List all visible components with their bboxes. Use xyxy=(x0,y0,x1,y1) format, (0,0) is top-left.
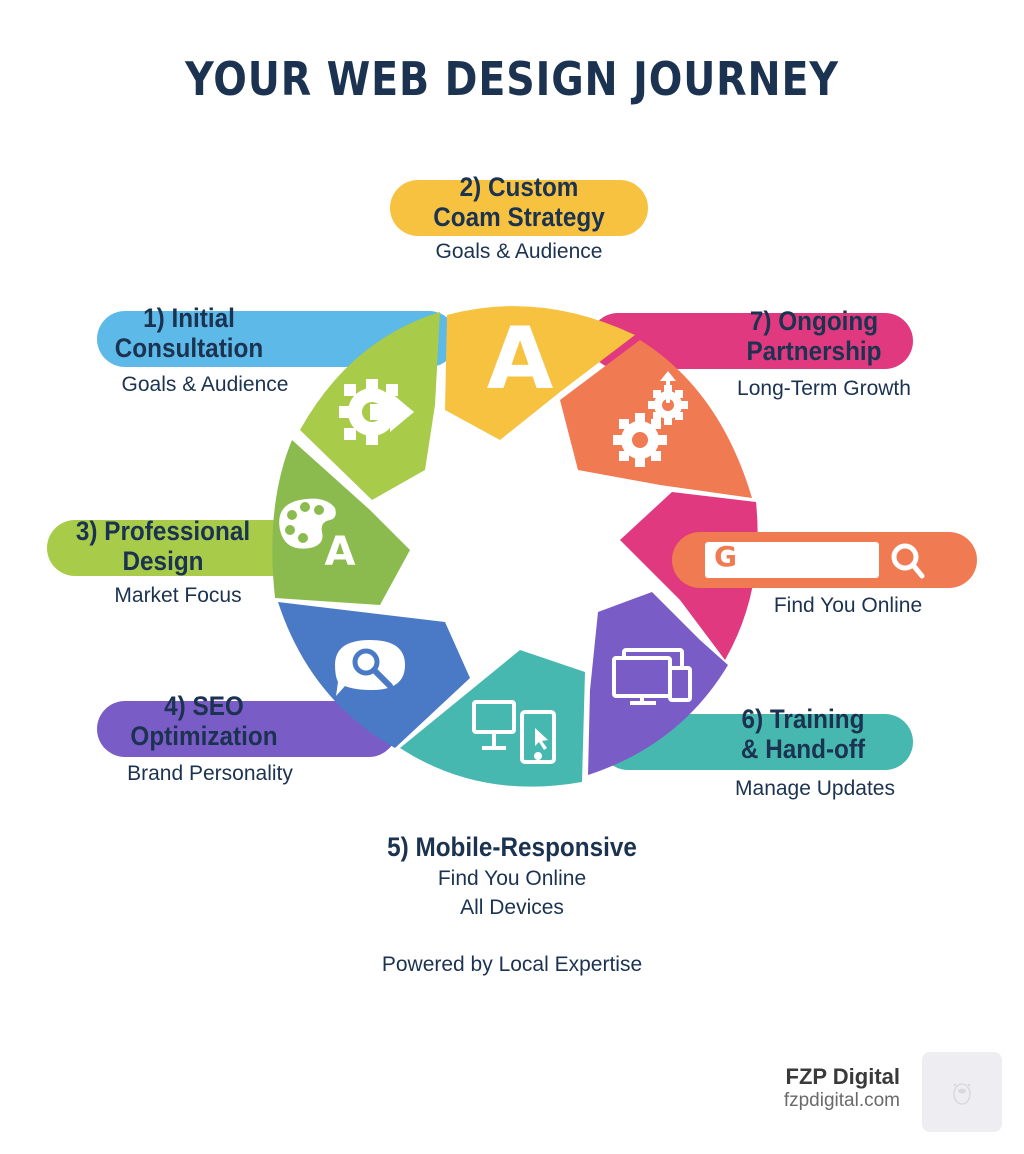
step-6-title-line1: 6) Training xyxy=(741,704,865,734)
brand-name: FZP Digital xyxy=(785,1064,901,1089)
letter-a-icon: A xyxy=(487,309,554,409)
svg-text:A: A xyxy=(325,529,356,575)
search-bar xyxy=(672,532,977,588)
search-caption: Find You Online xyxy=(773,594,923,617)
step-5-subtitle-line2: All Devices xyxy=(460,896,564,919)
monitors-icon xyxy=(612,648,692,705)
bear-logo-icon xyxy=(953,1083,971,1105)
step-7-title: 7) Ongoing Partnership xyxy=(735,306,893,366)
step-4-subtitle: Brand Personality xyxy=(127,762,293,785)
search-bubble-icon xyxy=(335,640,405,696)
step-2-subtitle: Goals & Audience xyxy=(435,240,603,263)
brand-block: FZP Digital fzpdigital.com xyxy=(784,1064,900,1112)
footer-tagline: Powered by Local Expertise xyxy=(381,953,643,976)
step-1-subtitle: Goals & Audience xyxy=(121,373,289,396)
step-4-title: 4) SEO Optimization xyxy=(123,691,285,751)
step-6-title-line2: & Hand-off xyxy=(740,734,866,764)
devices-icon xyxy=(472,700,556,764)
palette-icon: A xyxy=(279,498,356,575)
step-5-subtitle-line1: Find You Online xyxy=(437,867,587,890)
step-3-pill xyxy=(47,520,307,576)
step-3-title-line1: 3) Professional xyxy=(75,516,251,546)
step-2-title-line1: 2) Custom xyxy=(459,172,579,202)
step-1-title: 1) Initial Consultation xyxy=(113,303,266,363)
step-6-title: 6) Training & Hand-off xyxy=(736,704,871,764)
google-logo-icon: G xyxy=(714,540,737,573)
segment-design xyxy=(272,440,410,605)
gear-arrow-icon xyxy=(339,379,414,445)
step-4-title-line2: Optimization xyxy=(130,721,278,751)
step-2-title-line2: Coam Strategy xyxy=(433,202,605,232)
step-5-title: 5) Mobile-Responsive xyxy=(387,832,637,862)
step-1-title-line1: 1) Initial xyxy=(143,303,235,333)
step-7-title-line1: 7) Ongoing xyxy=(749,306,879,336)
step-1-title-line2: Consultation xyxy=(114,333,264,363)
gears-icon xyxy=(613,371,688,467)
step-6-subtitle: Manage Updates xyxy=(735,777,895,800)
brand-url[interactable]: fzpdigital.com xyxy=(783,1090,900,1111)
step-7-subtitle: Long-Term Growth xyxy=(737,377,911,400)
step-3-title: 3) Professional Design xyxy=(61,516,264,576)
step-2-pill xyxy=(390,180,648,236)
page-title: YOUR WEB DESIGN JOURNEY xyxy=(185,52,839,106)
step-3-subtitle: Market Focus xyxy=(114,584,242,607)
step-4-title-line1: 4) SEO xyxy=(164,691,244,721)
step-2-title: 2) Custom Coam Strategy xyxy=(412,172,626,232)
step-7-title-line2: Partnership xyxy=(746,336,882,366)
segment-strategy xyxy=(445,306,635,440)
step-3-title-line2: Design xyxy=(122,546,204,576)
brand-logo xyxy=(922,1052,1002,1132)
